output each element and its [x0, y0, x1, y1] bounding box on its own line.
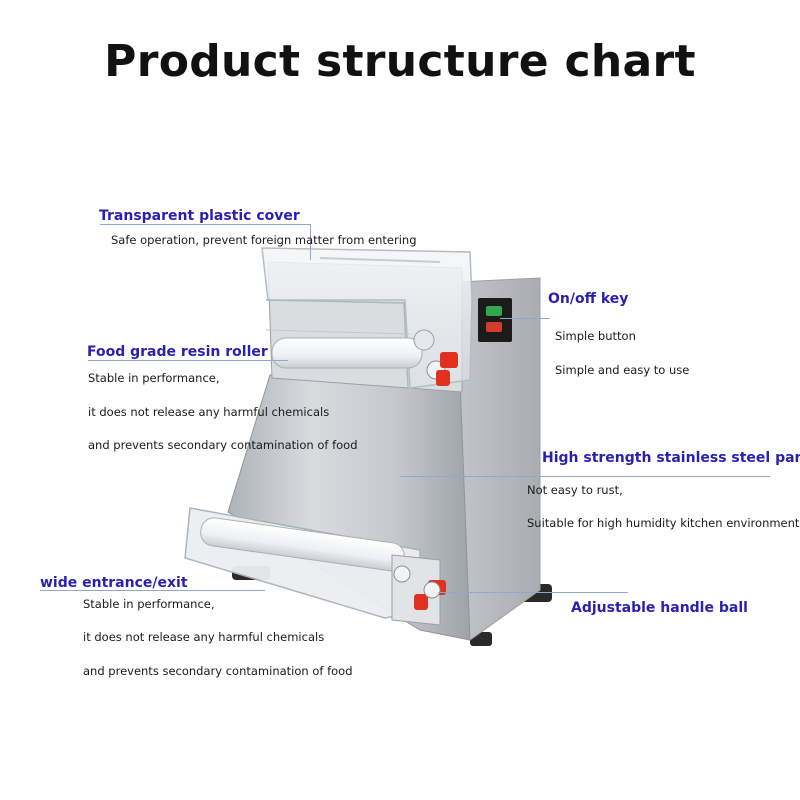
switch-box — [478, 298, 512, 342]
callout-entrance-line: Stable in performance, — [83, 597, 215, 611]
callout-roller-line: it does not release any harmful chemical… — [88, 405, 330, 419]
callout-roller-line: and prevents secondary contamination of … — [88, 438, 358, 452]
off-button — [486, 322, 502, 332]
leader-roller — [88, 360, 288, 361]
callout-cover-line: Safe operation, prevent foreign matter f… — [111, 233, 417, 247]
leader-switch — [500, 318, 550, 319]
leader-panel — [400, 476, 770, 477]
callout-switch-title: On/off key — [548, 291, 629, 307]
callout-cover-title: Transparent plastic cover — [99, 208, 300, 224]
callout-panel-title: High strength stainless steel panel — [542, 450, 800, 466]
callout-handle-title: Adjustable handle ball — [571, 600, 748, 616]
page-title: Product structure chart — [104, 36, 696, 87]
leader-entrance — [40, 590, 265, 591]
on-button — [486, 306, 502, 316]
leader-cover-v — [310, 224, 311, 260]
callout-switch-line: Simple and easy to use — [555, 363, 690, 377]
callout-roller-line: Stable in performance, — [88, 371, 220, 385]
callout-entrance-line: and prevents secondary contamination of … — [83, 664, 353, 678]
upper-handle-knob — [440, 352, 458, 368]
upper-roller — [271, 337, 423, 369]
callout-entrance-line: it does not release any harmful chemical… — [83, 630, 325, 644]
callout-panel-line: Suitable for high humidity kitchen envir… — [527, 516, 800, 530]
callout-roller-title: Food grade resin roller — [87, 344, 268, 360]
callout-switch-line: Simple button — [555, 329, 636, 343]
callout-entrance-title: wide entrance/exit — [40, 575, 188, 591]
callout-panel-line: Not easy to rust, — [527, 483, 623, 497]
leader-handle — [438, 592, 628, 593]
leader-cover — [100, 224, 310, 225]
